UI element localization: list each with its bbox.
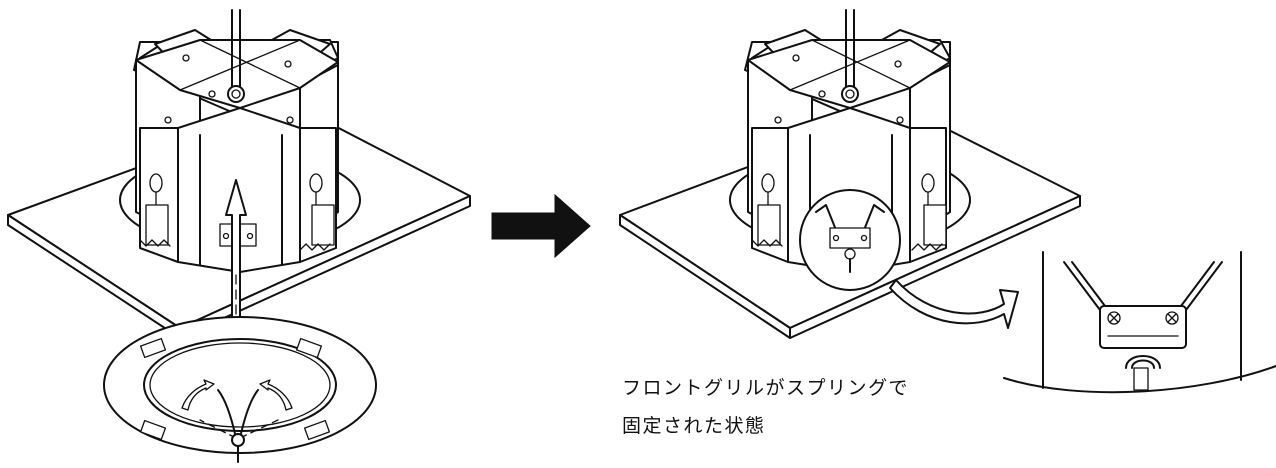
caption-line-1: フロントグリルがスプリングで bbox=[622, 377, 910, 399]
front-grille-left bbox=[103, 316, 377, 463]
right-arrow-icon bbox=[491, 193, 591, 259]
right-figure bbox=[619, 9, 1276, 394]
magnified-detail bbox=[1003, 251, 1276, 394]
caption-line-2: 固定された状態 bbox=[622, 415, 766, 437]
left-figure bbox=[7, 9, 471, 463]
detail-circle bbox=[799, 189, 901, 291]
callout-arrow bbox=[889, 279, 1019, 329]
